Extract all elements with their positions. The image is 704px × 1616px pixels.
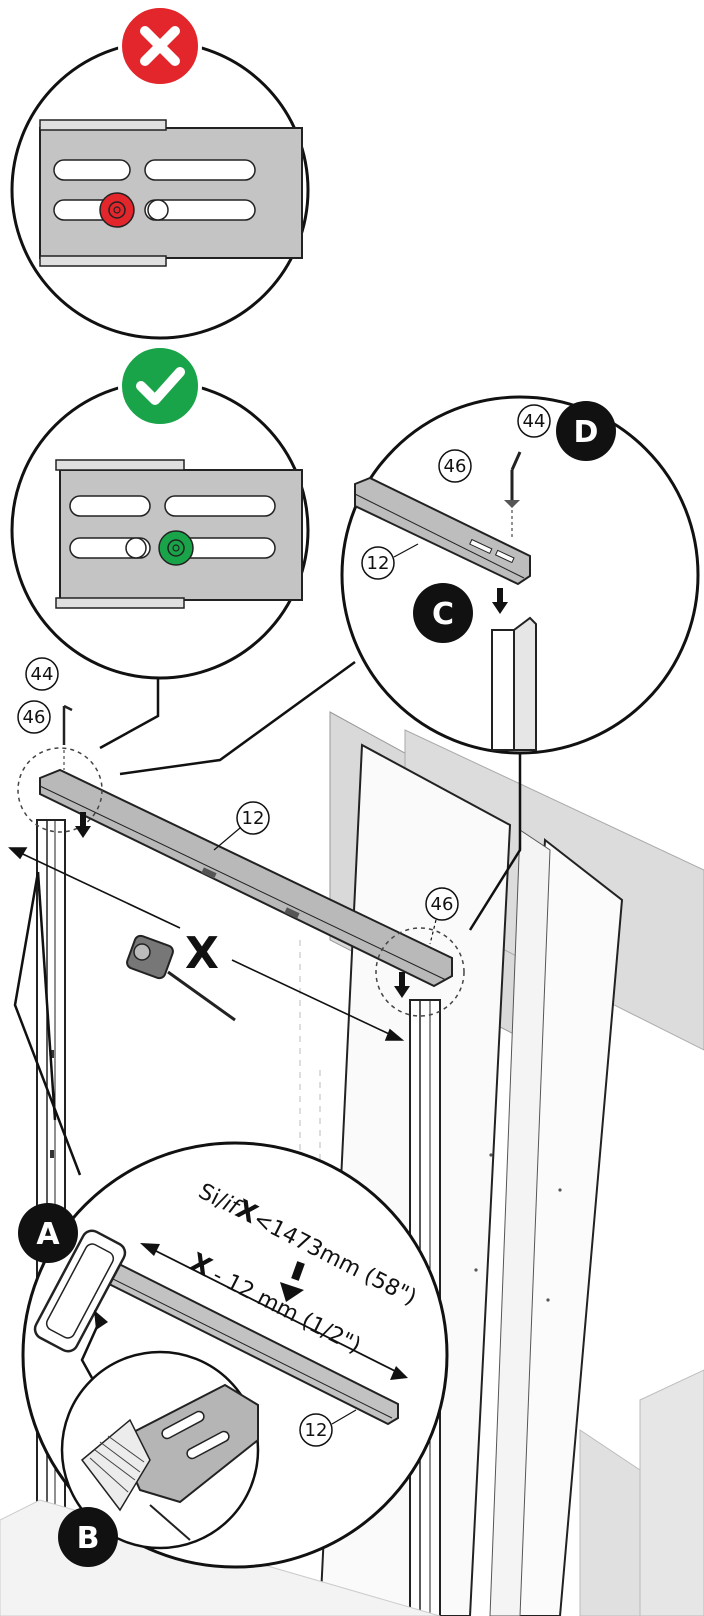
- check-icon: [118, 344, 202, 428]
- svg-text:12: 12: [367, 553, 390, 574]
- detail-cut: Si/ifX<1473mm (58") X- 12 mm (1/2"): [21, 1141, 449, 1569]
- callout-46-detail: 46: [438, 449, 472, 483]
- svg-text:A: A: [36, 1217, 60, 1252]
- callout-44-detail: 44: [517, 404, 551, 438]
- callout-12-inset: 12: [299, 1409, 357, 1447]
- svg-text:44: 44: [523, 411, 546, 432]
- screw-icon: [62, 704, 73, 770]
- saw-blade-icon: [80, 1418, 191, 1541]
- x-dimension: [8, 847, 405, 1041]
- svg-text:46: 46: [23, 707, 46, 728]
- tape-measure-icon: [126, 934, 236, 1022]
- svg-text:44: 44: [31, 664, 54, 685]
- callout-44-top: 44: [25, 657, 59, 691]
- miter-box-icon: [33, 1229, 127, 1353]
- right-corner-marker: [375, 927, 465, 1017]
- wrong-detail: [10, 40, 310, 340]
- svg-text:C: C: [432, 597, 454, 632]
- x-dimension-label: X: [185, 928, 219, 979]
- aligned-screw-icon: [158, 530, 194, 566]
- detail-cd: [340, 395, 700, 755]
- badge-b: B: [58, 1507, 118, 1567]
- profile-closeup: [60, 1350, 260, 1550]
- badge-d: D: [556, 401, 616, 461]
- misaligned-screw-icon: [99, 192, 135, 228]
- badge-c: C: [413, 583, 473, 643]
- svg-text:B: B: [77, 1521, 100, 1556]
- badge-a: A: [18, 1203, 78, 1263]
- svg-text:46: 46: [444, 456, 467, 477]
- right-detail: [10, 380, 310, 680]
- svg-text:12: 12: [242, 808, 265, 829]
- callout-46-right: 46: [425, 887, 459, 945]
- wrong-icon: [118, 4, 202, 88]
- leader-lines: [13, 660, 522, 1176]
- callout-12-main: 12: [213, 801, 270, 851]
- header-rail: [39, 768, 453, 988]
- svg-text:12: 12: [305, 1420, 328, 1441]
- callout-46-top: 46: [17, 700, 51, 734]
- down-arrow-icon: [75, 812, 410, 998]
- left-corner-marker: [17, 747, 103, 833]
- svg-text:46: 46: [431, 894, 454, 915]
- svg-text:D: D: [574, 415, 599, 450]
- callout-12-detail: 12: [361, 543, 419, 580]
